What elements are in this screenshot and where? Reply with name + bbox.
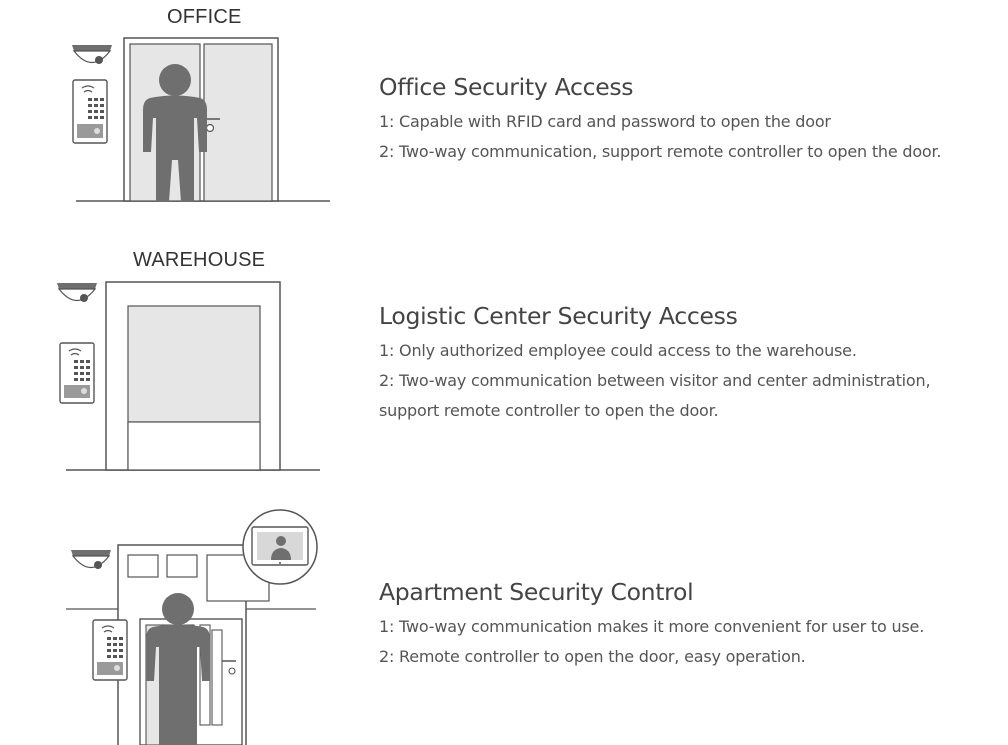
person-icon (143, 64, 207, 202)
warehouse-title: Logistic Center Security Access (379, 302, 738, 330)
office-scene-graphic (72, 37, 330, 202)
apartment-info: Apartment Security Control 1: Two-way co… (379, 578, 999, 672)
warehouse-scene-graphic (57, 281, 320, 471)
video-monitor-icon (242, 509, 318, 585)
office-line-2: 2: Two-way communication, support remote… (379, 142, 942, 161)
warehouse-line-1: 1: Only authorized employee could access… (379, 341, 857, 360)
apartment-line-1: 1: Two-way communication makes it more c… (379, 617, 925, 636)
office-line-1: 1: Capable with RFID card and password t… (379, 112, 831, 131)
warehouse-info: Logistic Center Security Access 1: Only … (379, 302, 999, 426)
keypad-intercom-icon (92, 619, 128, 681)
apartment-scene-graphic (66, 509, 318, 745)
office-scene-label: OFFICE (167, 6, 242, 28)
warehouse-illustration: WAREHOUSE (0, 240, 360, 480)
office-info: Office Security Access 1: Capable with R… (379, 73, 999, 167)
dome-camera-icon (57, 283, 97, 302)
office-illustration: OFFICE (0, 0, 360, 215)
warehouse-line-3: support remote controller to open the do… (379, 401, 719, 420)
warehouse-line-2: 2: Two-way communication between visitor… (379, 371, 931, 390)
apartment-line-2: 2: Remote controller to open the door, e… (379, 647, 806, 666)
dome-camera-icon (71, 550, 111, 569)
warehouse-scene-label: WAREHOUSE (133, 249, 266, 271)
person-icon (146, 593, 210, 745)
keypad-intercom-icon (72, 79, 108, 144)
dome-camera-icon (72, 45, 112, 64)
keypad-intercom-icon (59, 342, 95, 404)
apartment-illustration (0, 505, 360, 745)
apartment-title: Apartment Security Control (379, 578, 694, 606)
office-title: Office Security Access (379, 73, 634, 101)
